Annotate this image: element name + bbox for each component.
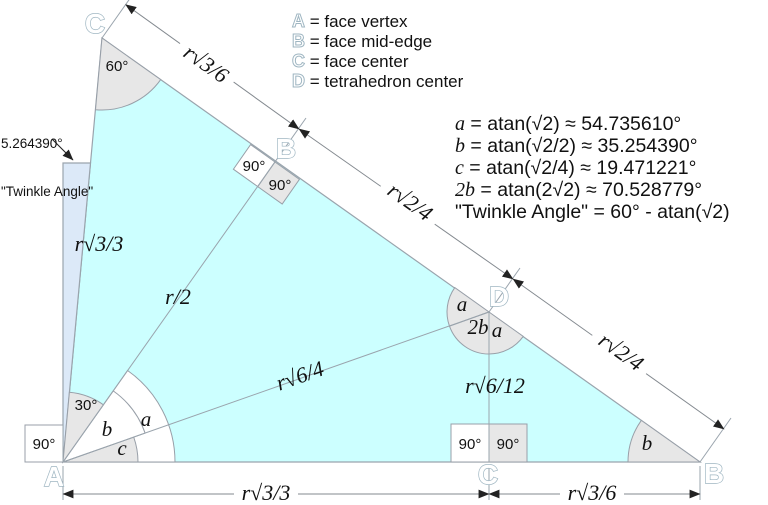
formula-b-body: = atan(√2/2) ≈ 35.254390° [465,135,698,157]
label-bg [376,173,444,231]
angle-a-left-label-at-D: a [457,292,468,316]
formula-c-body: = atan(√2/4) ≈ 19.471221° [463,157,697,179]
cross-section-triangle [62,36,702,463]
sector-b-at-B [627,419,702,463]
formula-c: c = atan(√2/4) ≈ 19.471221° [455,157,730,179]
formula-2b-body: = atan(2√2) ≈ 70.528779° [475,179,703,201]
legend-letter-C: C [292,51,306,72]
label-bg [560,482,624,503]
dim-label-bottom-left: r√3/3 [242,480,291,505]
twinkle-angle-name: "Twinkle Angle" [1,184,94,199]
formula-a: a = atan(√2) ≈ 54.735610° [455,113,730,135]
legend-item-B: B = face mid-edge [292,31,463,52]
twinkle-angle-pointer-arrow [51,138,74,161]
construction-lines [62,0,732,500]
label-bg [587,323,655,381]
angle-b-label-at-B: b [642,431,653,455]
extension-C-top [101,0,130,39]
edge-label-A-Bmid: r/2 [165,284,191,309]
angle-30-label: 30° [75,397,98,414]
angle-90-label-upper-at-B-mid: 90° [243,158,266,175]
formula-2b-var: 2b [455,179,475,201]
legend-item-D: D = tetrahedron center [292,71,464,92]
vertex-label-C-top: C [85,8,105,39]
legend-text-C: = face center [305,52,409,71]
formula-a-body: = atan(√2) ≈ 54.735610° [465,113,682,135]
line-A-to-D [62,311,490,463]
legend-letter-D: D [292,71,306,92]
right-angle-box-at-A [24,424,64,463]
twinkle-angle-value: 5.264390° [1,136,63,151]
legend-letter-A: A [292,11,306,32]
legend-text-D: = tetrahedron center [305,72,464,91]
angle-90-label-left-at-C-bottom: 90° [459,436,482,453]
formula-twinkle-body: "Twinkle Angle" = 60° - atan(√2) [455,201,730,223]
label-bg [234,482,298,503]
vertex-label-C-bottom: C [478,459,498,490]
edge-label-DC: r√6/12 [465,373,525,398]
formula-a-var: a [455,113,465,135]
angle-a-label-at-A: a [141,407,152,431]
formula-b: b = atan(√2/2) ≈ 35.254390° [455,135,730,157]
extension-B-bottom [699,417,732,463]
angle-90-label-right-at-C-bottom: 90° [497,436,520,453]
dim-label-bottom-right: r√3/6 [568,480,617,505]
edge-label-AC: r√3/3 [75,231,124,256]
legend-letter-B: B [292,31,306,52]
legend-item-A: A = face vertex [292,11,463,32]
vertex-label-B-mid: B [276,133,296,164]
line-A-to-B-mid [62,117,307,463]
angle-a-right-label-at-D: a [492,318,503,342]
angle-90-label-lower-at-B-mid: 90° [269,177,292,194]
formula-twinkle: "Twinkle Angle" = 60° - atan(√2) [455,201,730,223]
angle-60-label: 60° [106,58,129,75]
legend-text-A: = face vertex [305,12,408,31]
extension-D [488,267,521,313]
sector-2b-at-D [448,311,490,355]
legend-text-B: = face mid-edge [305,32,433,51]
formulas-block: a = atan(√2) ≈ 54.735610° b = atan(√2/2)… [455,113,730,223]
angle-90-label-at-A: 90° [33,436,56,453]
formula-c-var: c [455,157,464,179]
angle-c-label-at-A: c [117,436,127,460]
vertex-label-A: A [44,461,64,492]
vertex-label-B-bottom: B [704,458,724,489]
formula-2b: 2b = atan(2√2) ≈ 70.528779° [455,179,730,201]
legend-item-C: C = face center [292,51,463,72]
angle-2b-label-at-D: 2b [468,315,489,339]
label-bg [172,35,240,93]
legend: A = face vertex B = face mid-edge C = fa… [292,11,464,92]
vertex-label-D: D [489,281,509,312]
angle-b-label-at-A: b [102,417,113,441]
twinkle-angle-callout: 5.264390° "Twinkle Angle" [1,104,93,216]
formula-b-var: b [455,135,465,157]
